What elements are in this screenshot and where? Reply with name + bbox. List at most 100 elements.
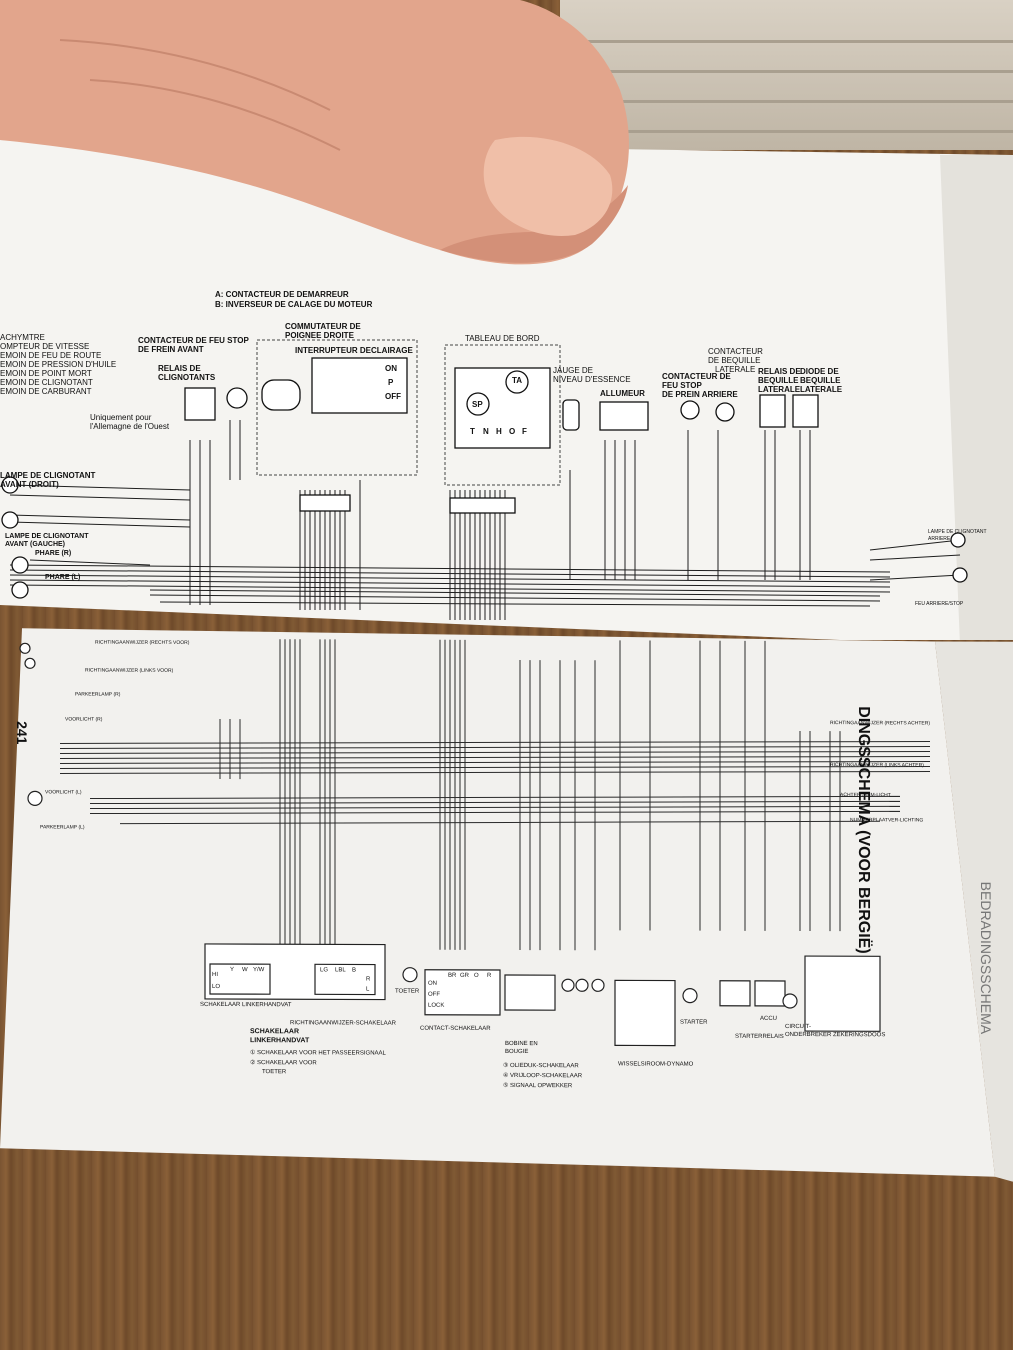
contact-cell-off: OFF	[428, 991, 440, 998]
footnote2-3: ⑤ SIGNAAL OPWEKKER	[503, 1082, 573, 1090]
switch-cell-lo: LO	[212, 983, 221, 990]
mirror-title: BEDRADINGSSCHEMA	[978, 881, 994, 1035]
starter-label: STARTER	[680, 1019, 708, 1026]
hand	[0, 0, 629, 265]
footnote2-2: ④ VRIJLOOP-SCHAKELAAR	[503, 1072, 583, 1080]
contact-cell-br: Br	[448, 972, 457, 979]
bequille-3: LATERALE	[715, 365, 756, 374]
bottom-components	[19, 642, 881, 1047]
dash-sp: SP	[472, 400, 483, 409]
interrupteur-off: OFF	[385, 392, 401, 401]
contact-cell-o: O	[474, 972, 479, 979]
starterrelais-label: STARTERRELAIS	[735, 1033, 784, 1040]
top-page: A: CONTACTEUR DE DEMARREUR B: INVERSEUR …	[0, 140, 1013, 640]
interrupteur-label: INTERRUPTEUR DECLAIRAGE	[295, 346, 413, 355]
bottom-wiring	[59, 639, 931, 951]
relais-bequille-3: LATERALE	[758, 385, 801, 394]
schakelaar-linkerhandvat-label: SCHAKELAAR LINKERHANDVAT	[200, 1001, 292, 1009]
left-label-4: VOORLICHT (R)	[65, 716, 103, 723]
relais-clignotants-2: CLIGNOTANTS	[158, 373, 216, 382]
thumbnail	[483, 136, 613, 236]
interrupteur-on: ON	[385, 364, 397, 373]
left-label-5: VOORLICHT (L)	[45, 789, 82, 796]
left-list-5: EMOIN DE POINT MORT	[0, 369, 92, 378]
top-page-drawing	[0, 140, 1013, 640]
commutateur-2: POIGNEE DROITE	[285, 331, 354, 340]
left-label-6: PARKEERLAMP (L)	[40, 824, 85, 831]
schakelaar-block-line1: SCHAKELAAR	[250, 1028, 299, 1036]
phare-l-label: PHARE (L)	[45, 574, 81, 581]
footnote2-1: ③ OLIEDUK-SCHAKELAAR	[503, 1062, 579, 1070]
dash-ta: TA	[512, 376, 523, 385]
contact-cell-lock: LOCK	[428, 1002, 445, 1009]
bottom-page-title: DINGSSCHEMA (Voor Bergië)	[855, 706, 872, 954]
jauge-1: JAUGE DE	[553, 366, 594, 375]
dash-o: O	[509, 427, 516, 436]
clignotant-gauche-1: LAMPE DE CLIGNOTANT	[5, 533, 89, 540]
diode-bequille-1: DIODE DE	[800, 367, 839, 376]
footnote-1: ① SCHAKELAAR VOOR HET PASSEERSIGNAAL	[250, 1050, 386, 1057]
feu-arriere-label: FEU ARRIERE/STOP	[915, 601, 964, 607]
dash-h: H	[496, 427, 502, 436]
feu-stop-arriere-1: CONTACTEUR DE	[662, 372, 731, 381]
bequille-1: CONTACTEUR	[708, 347, 763, 356]
clignotant-gauche-2: AVANT (GAUCHE)	[5, 541, 66, 548]
left-list-6: EMOIN DE CLIGNOTANT	[0, 378, 93, 387]
switch-cell-l: L	[366, 986, 370, 993]
contact-cell-gr: Gr	[460, 972, 469, 979]
feu-stop-avant-1: CONTACTEUR DE FEU STOP	[138, 336, 249, 345]
footnote-2: ② SCHAKELAAR VOOR	[250, 1060, 317, 1067]
jauge-2: NIVEAU D'ESSENCE	[553, 375, 631, 384]
bottom-page-drawing	[0, 628, 1013, 1182]
clignotant-arriere-1: LAMPE DE CLIGNOTANT	[928, 529, 987, 535]
relais-bequille-2: BEQUILLE	[758, 376, 799, 385]
feu-stop-arriere-3: DE PREIN ARRIERE	[662, 390, 738, 399]
right-label-4: NUMMERPLAATVER-LICHTING	[850, 817, 924, 824]
switch-cell-r: R	[366, 976, 371, 983]
switch-cell-y: Y	[230, 967, 235, 974]
wisselstroom-label: WISSELSIROOM-DYNAMO	[618, 1061, 694, 1068]
left-list-3: EMOIN DE FEU DE ROUTE	[0, 351, 102, 360]
switch-cell-w: W	[242, 967, 248, 974]
accu-label: ACCU	[760, 1015, 778, 1022]
phare-r-label: PHARE (R)	[35, 550, 72, 557]
right-label-3: ACHTER-/REM-LICHT	[840, 792, 891, 799]
contact-cell-on: ON	[428, 980, 437, 987]
allumeur-label: ALLUMEUR	[600, 389, 645, 398]
dashed-boxes	[256, 339, 561, 486]
left-label-3: PARKEERLAMP (R)	[75, 691, 121, 698]
uniquement-1: Uniquement pour	[90, 413, 152, 422]
dash-f: F	[522, 427, 527, 436]
switch-cell-b: B	[352, 967, 357, 974]
left-list-2: OMPTEUR DE VITESSE	[0, 342, 90, 351]
relais-clignotants-1: RELAIS DE	[158, 364, 201, 373]
clignotant-droit-1: LAMPE DE CLIGNOTANT	[0, 471, 96, 480]
commutateur-1: COMMUTATEUR DE	[285, 322, 361, 331]
diode-bequille-2: BEQUILLE	[800, 376, 841, 385]
clignotant-droit-2: AVANT (DROIT)	[0, 480, 59, 489]
dash-t: T	[470, 427, 475, 436]
feu-stop-arriere-2: FEU STOP	[662, 381, 702, 390]
right-label-1: RICHTINGAANWIJZER (RECHTS ACHTER)	[830, 720, 930, 727]
dash-n: N	[483, 427, 489, 436]
top-components	[1, 357, 968, 599]
circuit-label-2: ONDERBREKER ZEKERINGSDOOS	[785, 1031, 886, 1039]
legend-a: A: CONTACTEUR DE DEMARREUR	[215, 290, 349, 299]
switch-cell-yw: Y/W	[253, 967, 265, 974]
diode-bequille-3: LATERALE	[800, 385, 843, 394]
toeter-label: TOETER	[395, 988, 420, 995]
left-list-7: EMOIN DE CARBURANT	[0, 387, 92, 396]
left-list-1: ACHYMTRE	[0, 333, 45, 342]
legend-b: B: INVERSEUR DE CALAGE DU MOTEUR	[215, 300, 373, 309]
left-label-2: RICHTINGAANWIJZER (LINKS VOOR)	[85, 667, 174, 674]
bobine-label-2: BOUGIE	[505, 1048, 529, 1056]
switch-cell-hi: HI	[212, 971, 218, 978]
left-list-4: EMOIN DE PRESSION D'HUILE	[0, 360, 117, 369]
schakelaar-block-line2: LINKERHANDVAT	[250, 1037, 310, 1045]
right-label-2: RICHTINGAANWIJZER (LINKS ACHTER)	[830, 762, 924, 769]
footnote-3: TOETER	[262, 1069, 287, 1076]
contact-schakelaar-label: CONTACT-SCHAKELAAR	[420, 1025, 491, 1032]
feu-stop-avant-2: DE FREIN AVANT	[138, 345, 204, 354]
bequille-2: DE BEQUILLE	[708, 356, 761, 365]
bottom-page: 241 DINGSSCHEMA (Voor Bergië) BEDRADINGS…	[0, 598, 1013, 1182]
